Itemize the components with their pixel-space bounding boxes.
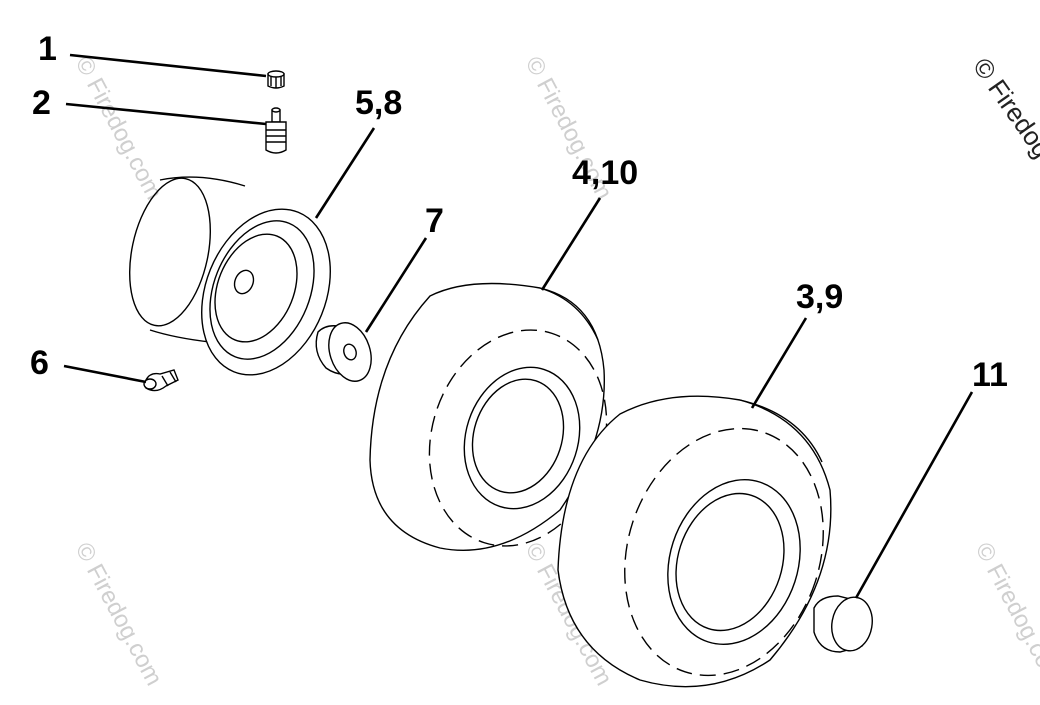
valve-stem-part [265,107,287,154]
valve-cap-part [267,70,285,89]
leader-line-3-9 [750,317,808,409]
hub-cap-part [813,595,873,653]
callouts: 1 2 5,8 6 7 4,10 3,9 11 [30,30,1008,394]
bushing-part [315,322,372,382]
watermark: © Firedog.com [70,538,168,690]
leader-line-2 [65,102,267,126]
watermark-corner: © Firedog [967,52,1040,163]
leader-line-1 [69,53,267,78]
callout-5-8: 5,8 [355,84,402,122]
callout-2: 2 [32,84,51,122]
leader-line-6 [63,364,147,384]
leader-line-11 [854,391,974,599]
tire-part-rear [557,395,832,688]
callout-1: 1 [38,30,57,68]
leader-line-5-8 [314,127,376,219]
leader-line-7 [364,237,428,333]
callout-4-10: 4,10 [572,154,638,192]
callout-11: 11 [972,356,1008,394]
callout-7: 7 [425,202,444,240]
leader-line-4-10 [540,197,602,291]
watermark: © Firedog.com [70,52,168,204]
grease-fitting-part [143,369,179,392]
watermark: © Firedog.com [970,538,1040,690]
callout-3-9: 3,9 [796,278,843,316]
rim-part [128,176,331,376]
leader-lines [63,53,974,599]
callout-6: 6 [30,344,49,382]
